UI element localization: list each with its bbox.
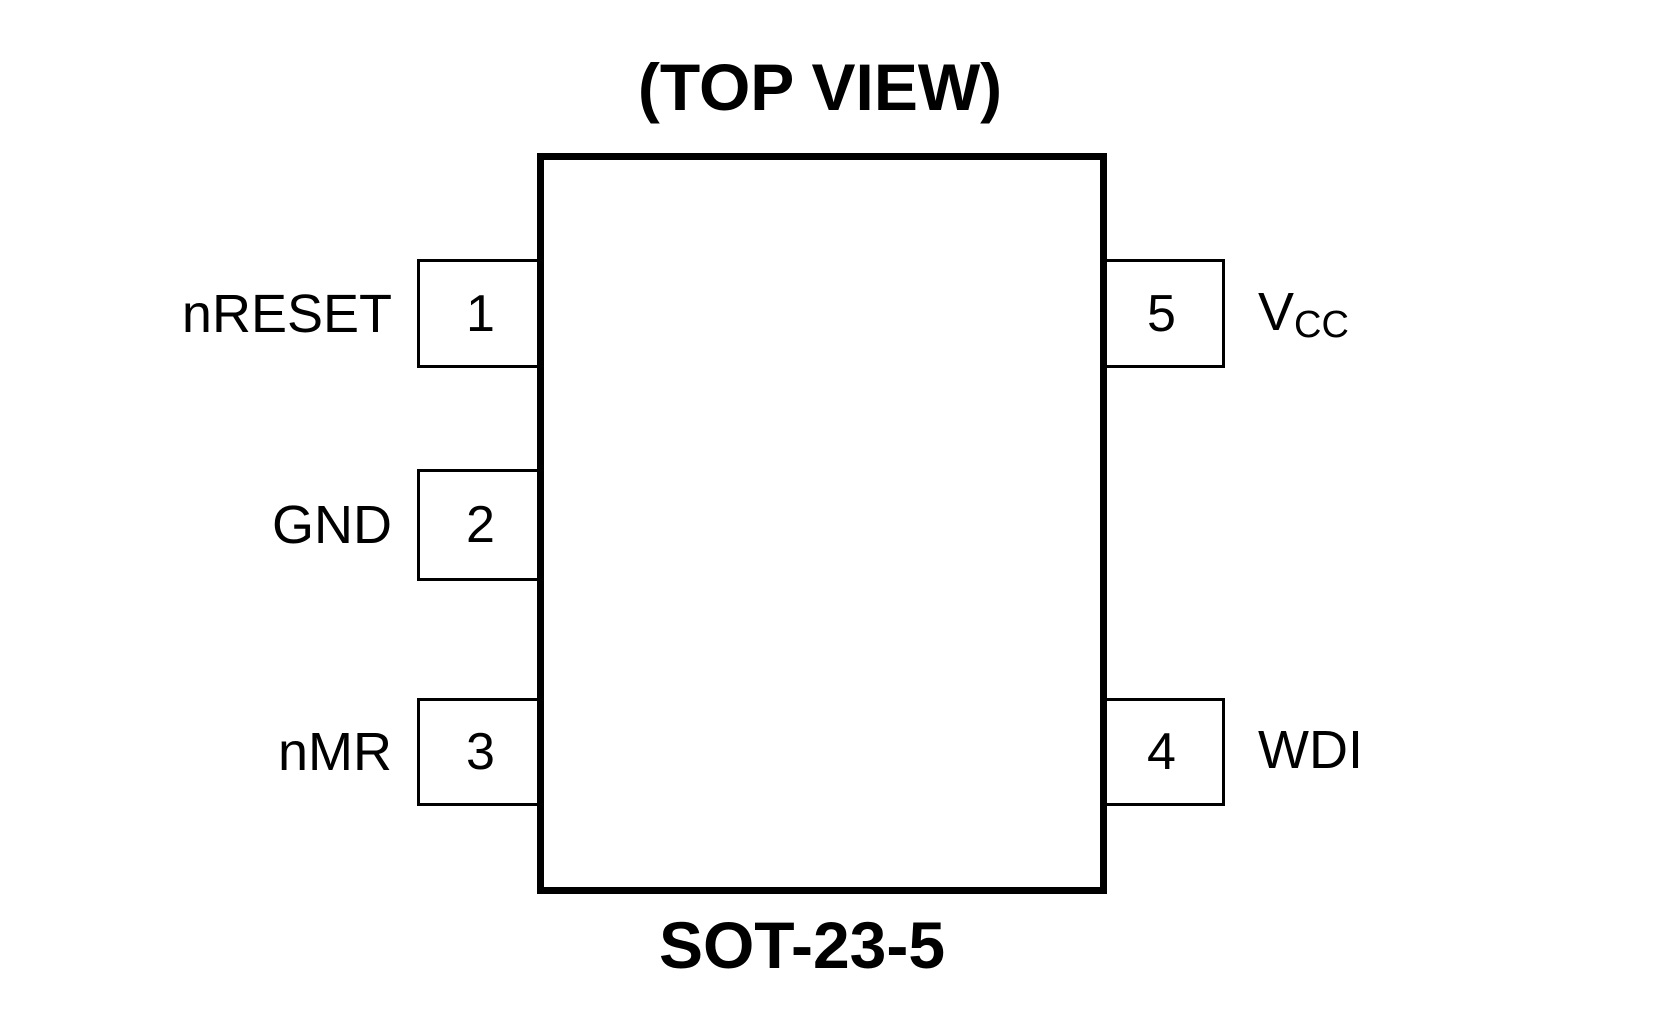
pin-label-nmr-text: nMR: [277, 722, 392, 782]
pin-box-1: 1: [417, 259, 544, 368]
pin-box-5: 5: [1098, 259, 1225, 368]
pin-label-nreset: nRESET: [0, 259, 392, 368]
pin-number-1: 1: [466, 284, 495, 343]
package-name-label: SOT-23-5: [658, 908, 946, 982]
pin-box-3: 3: [417, 698, 544, 806]
top-view-title: (TOP VIEW): [637, 50, 1003, 124]
pin-number-4: 4: [1147, 723, 1176, 781]
pin-label-gnd: GND: [0, 469, 392, 581]
pin-label-gnd-text: GND: [272, 495, 392, 555]
pin-box-4: 4: [1098, 698, 1225, 806]
pin-label-wdi: WDI: [1258, 698, 1654, 806]
pin-label-nmr: nMR: [0, 698, 392, 806]
pin-label-wdi-main: WDI: [1258, 720, 1363, 780]
pin-label-nreset-text: nRESET: [181, 283, 392, 344]
pin-number-5: 5: [1147, 284, 1176, 343]
pin-label-vcc-subscript: CC: [1294, 303, 1349, 346]
ic-body: [537, 153, 1107, 894]
pin-label-vcc-main: VCC: [1258, 281, 1349, 346]
pin-number-2: 2: [466, 496, 495, 554]
pin-number-3: 3: [466, 723, 495, 781]
pin-box-2: 2: [417, 469, 544, 581]
pin-label-vcc: VCC: [1258, 259, 1654, 368]
